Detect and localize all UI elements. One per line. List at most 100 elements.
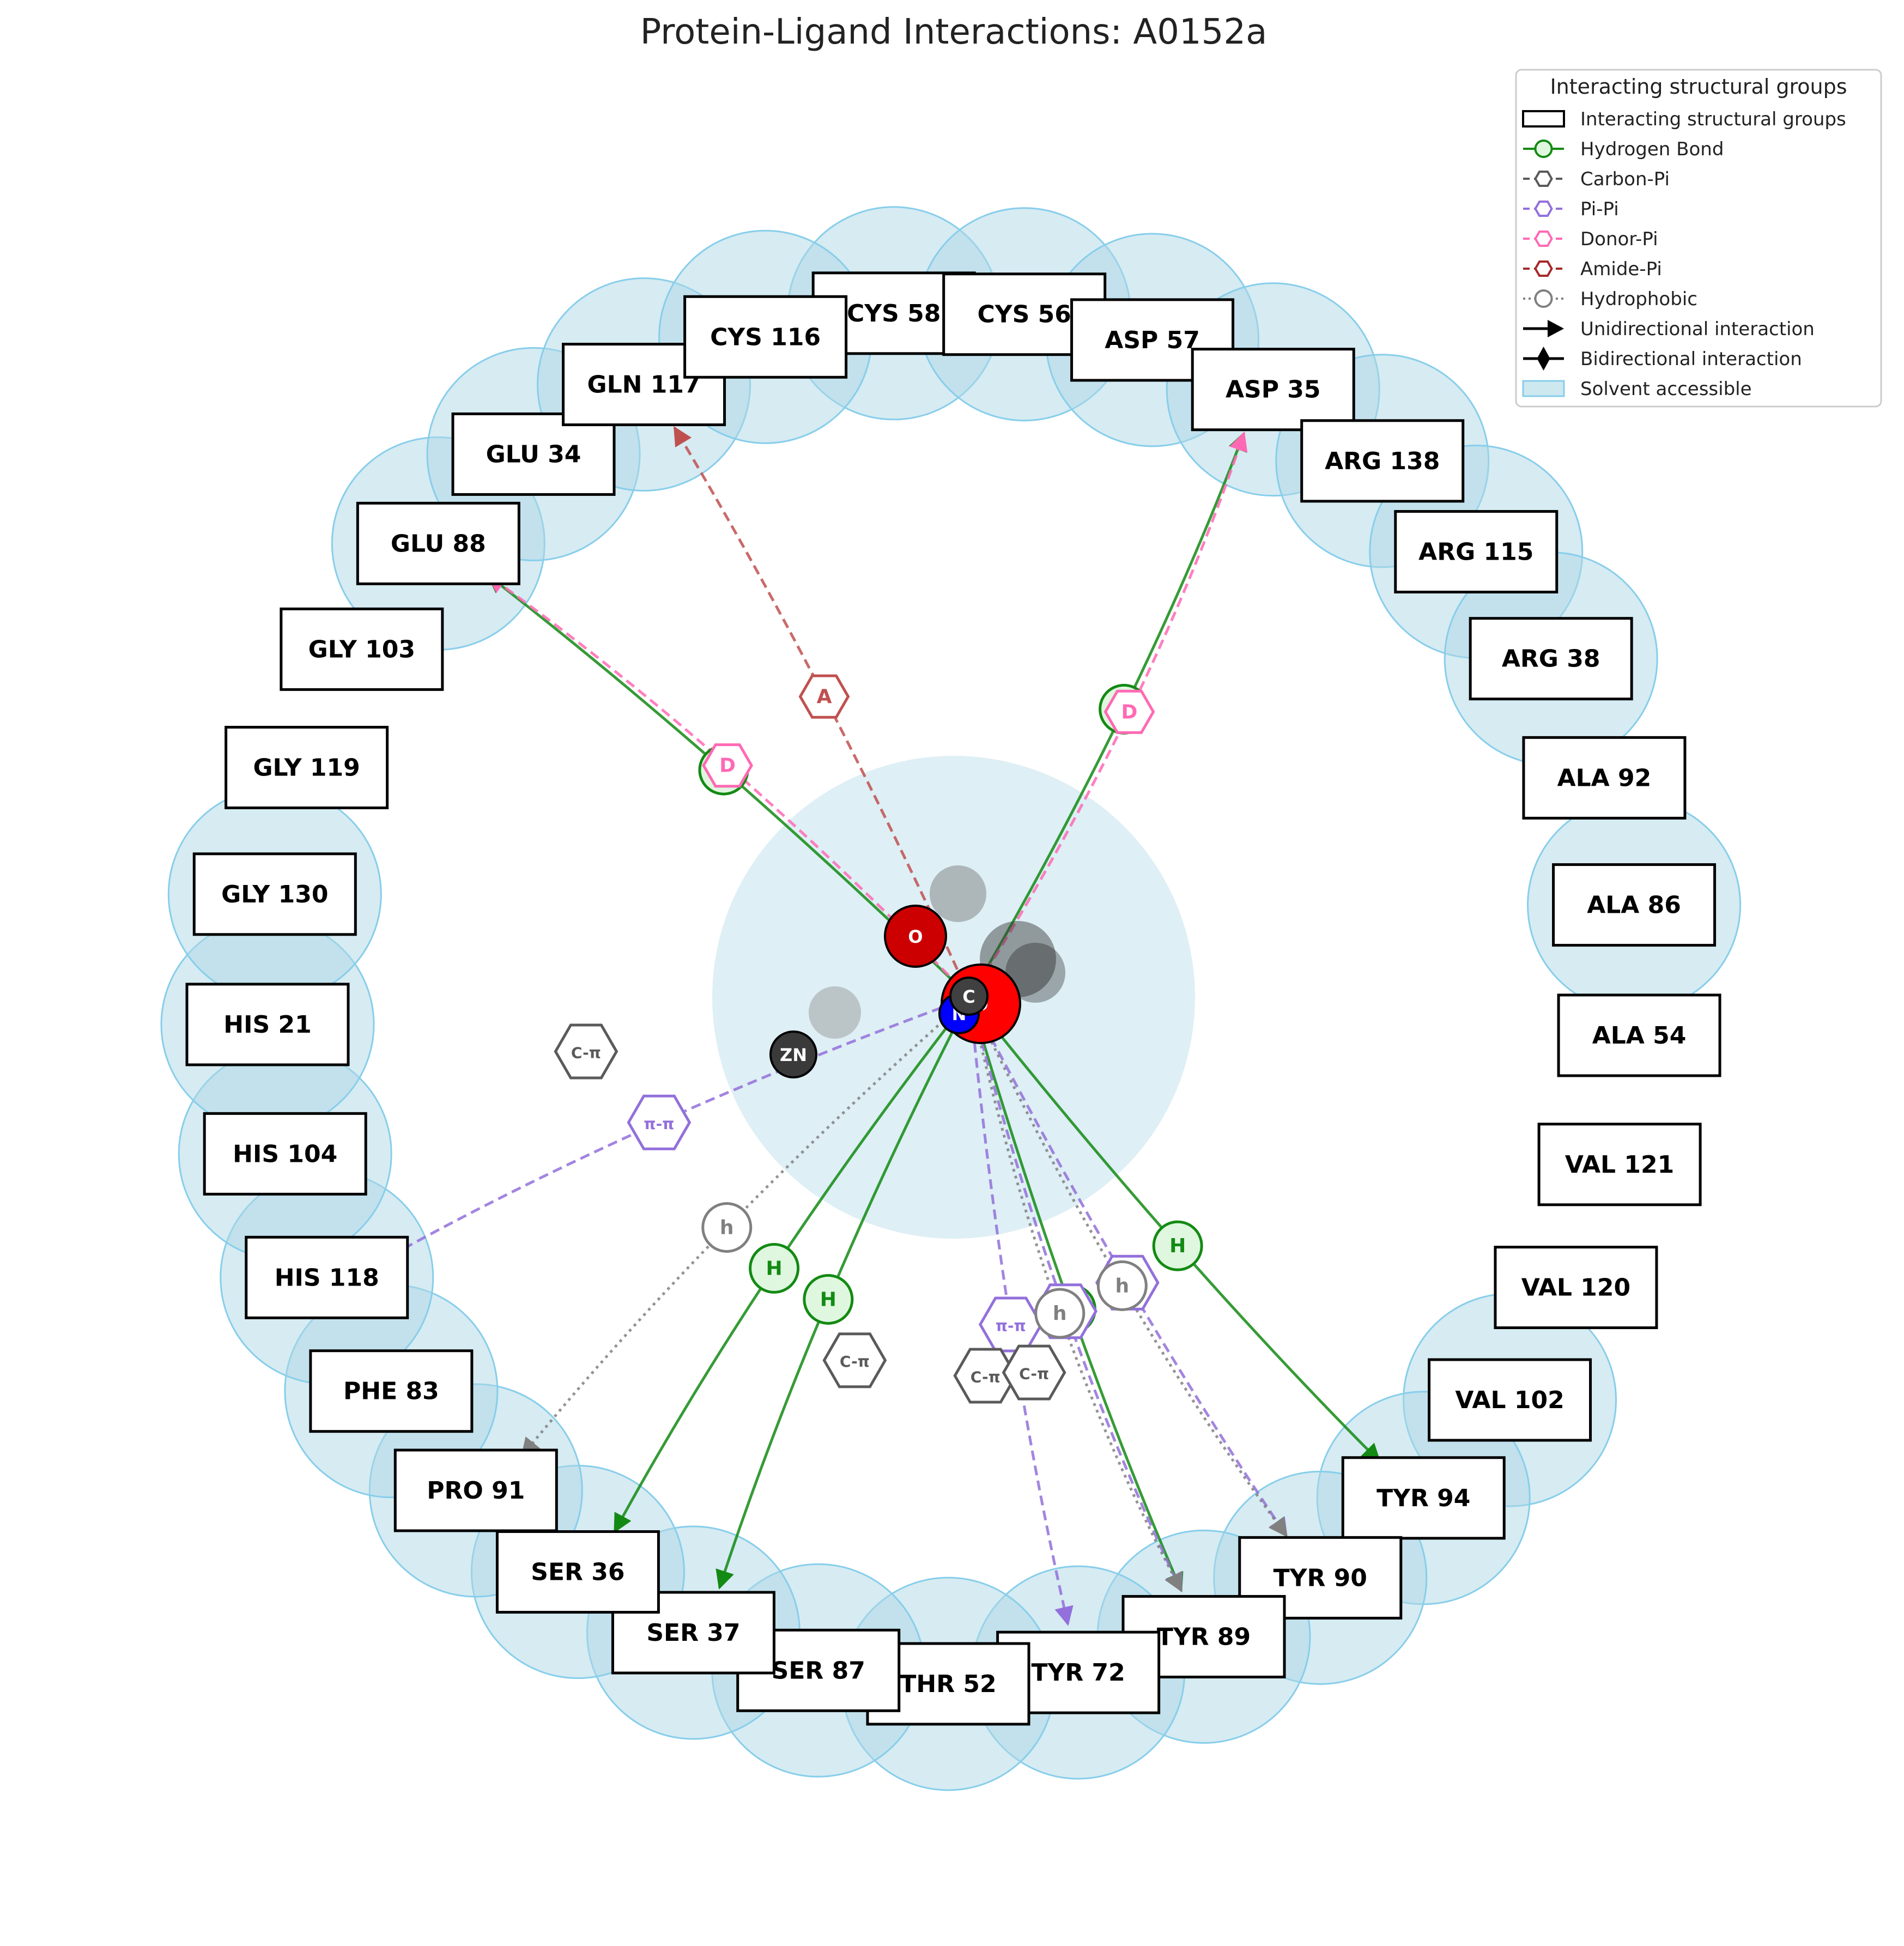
residue-label-cys-58: CYS 58 (847, 300, 941, 328)
ligand-atom-disc-1 (884, 905, 947, 968)
interaction-marker-shape-16 (554, 1023, 619, 1080)
residue-gly-103: GLY 103 (280, 607, 444, 691)
legend-item-amide-pi: Amide-Pi (1523, 258, 1662, 280)
interaction-marker-label-1: D (719, 755, 736, 777)
interaction-marker-label-13: h (720, 1216, 734, 1239)
ligand-atom-disc-4 (769, 1030, 817, 1078)
residue-his-21: HIS 21 (185, 983, 350, 1066)
legend-label-4: Donor-Pi (1580, 228, 1658, 250)
legend-symbol-3 (1523, 201, 1564, 217)
interaction-line-donor-pi-glu-88-1 (486, 574, 971, 998)
residue-box-his-104 (203, 1112, 367, 1196)
interaction-marker-shape-2 (798, 674, 850, 719)
residue-box-val-121 (1537, 1123, 1702, 1207)
residue-label-thr-52: THR 52 (900, 1670, 996, 1698)
residue-label-gly-130: GLY 130 (221, 881, 328, 908)
legend-label-2: Carbon-Pi (1580, 168, 1670, 190)
interaction-marker-shape-18 (953, 1348, 1018, 1404)
interaction-marker-label-15: h (1053, 1302, 1067, 1325)
interaction-marker-shape-4 (1103, 689, 1155, 734)
interaction-marker-label-4: D (1121, 701, 1138, 723)
interaction-marker-hbond-tyr-94-5: H (1152, 1220, 1203, 1271)
legend-symbol-1 (1523, 140, 1564, 158)
legend-symbol-box (1522, 110, 1565, 128)
residue-label-asp-57: ASP 57 (1105, 326, 1200, 354)
legend-symbol-5 (1523, 260, 1564, 277)
ligand-atom-shadow-3 (809, 986, 861, 1039)
residue-his-104: HIS 104 (203, 1112, 367, 1196)
interaction-marker-shape-5 (1152, 1220, 1203, 1271)
ligand-atom-o-1: O (884, 905, 947, 968)
legend-symbol-hex (1534, 171, 1553, 187)
residue-label-gln-117: GLN 117 (587, 371, 700, 399)
legend-item-hydrogen-bond: Hydrogen Bond (1523, 138, 1724, 160)
residue-label-ser-37: SER 37 (646, 1619, 740, 1647)
legend-symbol-2 (1523, 171, 1564, 187)
legend-label-5: Amide-Pi (1580, 258, 1662, 280)
interaction-marker-label-8: H (820, 1288, 836, 1311)
interaction-marker-label-2: A (817, 686, 832, 708)
residue-box-pro-91 (393, 1448, 558, 1532)
residue-box-ala-54 (1557, 993, 1721, 1077)
interaction-marker-shape-14 (1096, 1260, 1148, 1311)
legend-item-interacting-structural-groups: Interacting structural groups (1522, 108, 1846, 130)
legend-label-9: Solvent accessible (1580, 378, 1752, 400)
interaction-marker-label-9: π-π (644, 1115, 674, 1133)
interaction-marker-shape-1 (702, 743, 753, 788)
legend-label-8: Bidirectional interaction (1580, 348, 1802, 370)
residue-box-arg-138 (1300, 419, 1465, 503)
residue-label-ala-92: ALA 92 (1557, 764, 1652, 792)
legend-symbol-hex (1534, 231, 1553, 247)
residue-label-tyr-89: TYR 89 (1157, 1623, 1251, 1651)
interaction-marker-hydrophobic-pro-91-13: h (701, 1202, 753, 1253)
ligand-atom-zn-4: ZN (769, 1030, 817, 1078)
interaction-marker-label-17: C-π (840, 1353, 870, 1371)
residue-label-pro-91: PRO 91 (427, 1477, 525, 1505)
legend-label-1: Hydrogen Bond (1580, 138, 1724, 160)
residue-label-glu-34: GLU 34 (486, 440, 581, 468)
legend-symbol-hex (1534, 201, 1553, 217)
interaction-marker-hydrophobic-tyr-90-14: h (1096, 1260, 1148, 1311)
legend-symbol-7 (1523, 320, 1564, 337)
interaction-marker-carbon-pi-his-104-16: C-π (554, 1023, 619, 1080)
interaction-marker-pi-pi-his-118-9: π-π (627, 1094, 692, 1150)
residue-box-cys-116 (683, 295, 848, 379)
residue-box-ser-36 (495, 1530, 660, 1614)
residue-box-asp-35 (1191, 348, 1355, 432)
ligand-atom-shadow-2 (1005, 943, 1065, 1003)
residue-label-gly-103: GLY 103 (308, 635, 415, 663)
page-title: Protein-Ligand Interactions: A0152a (640, 12, 1268, 52)
legend-label-6: Hydrophobic (1580, 288, 1697, 310)
residue-glu-34: GLU 34 (451, 412, 616, 496)
residue-arg-38: ARG 38 (1469, 617, 1633, 701)
interaction-marker-shape-7 (749, 1242, 800, 1294)
residue-his-118: HIS 118 (245, 1235, 409, 1319)
interaction-marker-carbon-pi-tyr-72-18: C-π (953, 1348, 1018, 1404)
residue-val-102: VAL 102 (1428, 1358, 1592, 1442)
interaction-marker-label-10: π-π (996, 1317, 1026, 1335)
ligand-atom-c-3: C (949, 977, 989, 1016)
interaction-marker-shape-8 (803, 1274, 854, 1325)
residue-ser-37: SER 37 (611, 1591, 775, 1675)
legend-item-unidirectional-interaction: Unidirectional interaction (1523, 318, 1815, 340)
legend-label-0: Interacting structural groups (1580, 108, 1846, 130)
interaction-marker-shape-19 (1002, 1344, 1066, 1401)
residue-label-arg-38: ARG 38 (1502, 645, 1600, 673)
legend-symbol-diamond (1537, 347, 1550, 371)
legend-symbol-9 (1522, 380, 1565, 397)
residue-label-his-118: HIS 118 (275, 1264, 379, 1292)
residue-box-ala-86 (1552, 863, 1717, 947)
residue-arg-115: ARG 115 (1394, 510, 1559, 593)
residue-gly-130: GLY 130 (192, 852, 357, 936)
residue-label-tyr-94: TYR 94 (1377, 1484, 1470, 1512)
legend-symbol-6 (1523, 289, 1564, 308)
residue-box-gly-119 (225, 725, 389, 809)
legend-symbol-circle (1534, 289, 1553, 308)
residue-box-phe-83 (309, 1349, 474, 1433)
interaction-marker-label-7: H (766, 1257, 783, 1280)
interaction-marker-pi-pi-tyr-72-10: π-π (978, 1296, 1043, 1353)
interaction-line-pi-pi-his-118-9 (385, 996, 971, 1259)
residue-box-val-120 (1494, 1245, 1658, 1329)
residue-box-arg-38 (1469, 617, 1633, 701)
